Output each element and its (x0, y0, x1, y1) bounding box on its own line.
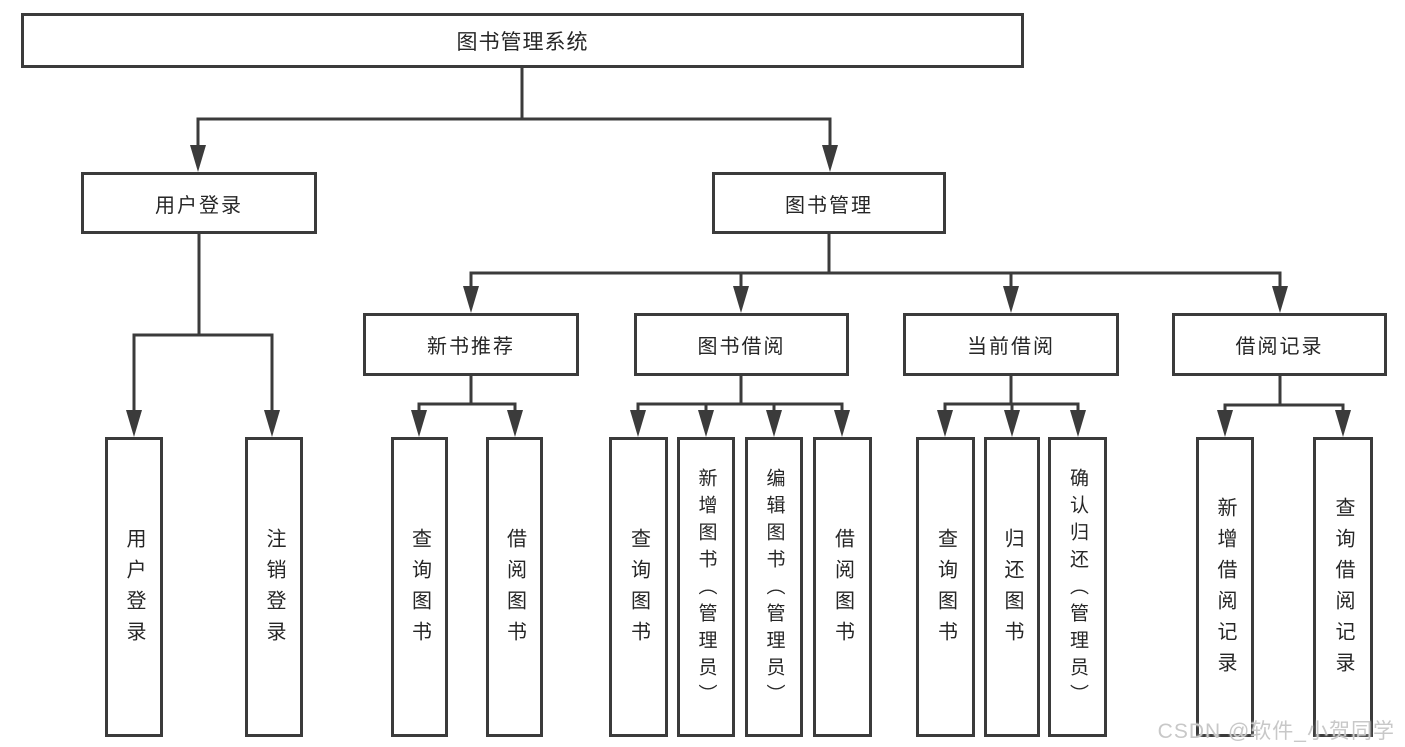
leaf-user-login: 用户登录 (105, 437, 163, 737)
watermark: CSDN @软件_小贺同学 (1157, 720, 1395, 743)
leaf-borrow-book-recommend: 借阅图书 (486, 437, 543, 737)
leaf-edit-book-admin: 编辑图书（管理员） (745, 437, 803, 737)
connector-root (196, 66, 832, 162)
node-borrow-record: 借阅记录 (1172, 313, 1387, 376)
node-new-book-recommend: 新书推荐 (363, 313, 579, 376)
leaf-confirm-return-admin: 确认归还（管理员） (1048, 437, 1107, 737)
connector-new-book (417, 374, 517, 430)
leaf-search-book-borrow: 查询图书 (609, 437, 668, 737)
leaf-return-book: 归还图书 (984, 437, 1040, 737)
connector-book-management (469, 232, 1282, 302)
node-book-management: 图书管理 (712, 172, 946, 234)
connector-book-borrow (636, 374, 844, 430)
node-current-borrow: 当前借阅 (903, 313, 1119, 376)
node-library-management-system: 图书管理系统 (21, 13, 1024, 68)
leaf-search-borrow-record: 查询借阅记录 (1313, 437, 1373, 737)
leaf-search-book-recommend: 查询图书 (391, 437, 448, 737)
arrowheads (126, 145, 1351, 437)
leaf-logout: 注销登录 (245, 437, 303, 737)
node-user-login: 用户登录 (81, 172, 317, 234)
leaf-borrow-book: 借阅图书 (813, 437, 872, 737)
leaf-add-book-admin: 新增图书（管理员） (677, 437, 735, 737)
connector-borrow-record (1223, 374, 1345, 430)
node-book-borrow: 图书借阅 (634, 313, 849, 376)
leaf-add-borrow-record: 新增借阅记录 (1196, 437, 1254, 737)
connector-user-login (132, 232, 274, 427)
leaf-search-book-current: 查询图书 (916, 437, 975, 737)
